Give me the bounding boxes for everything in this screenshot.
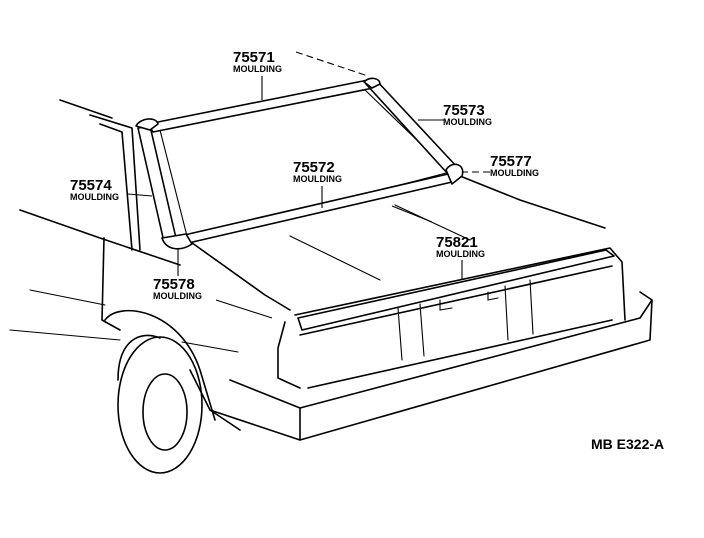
- part-name: MOULDING: [443, 117, 492, 127]
- mouldings: [135, 77, 615, 331]
- part-number: 75572: [293, 159, 335, 176]
- label-75821: 75821 MOULDING: [436, 234, 485, 259]
- part-number: 75571: [233, 49, 275, 66]
- part-name: MOULDING: [233, 64, 282, 74]
- leader-lines: [127, 51, 490, 319]
- part-number: 75578: [153, 276, 195, 293]
- part-name: MOULDING: [490, 168, 539, 178]
- label-75573: 75573 MOULDING: [443, 102, 492, 127]
- moulding-75577: [445, 163, 464, 185]
- label-75571: 75571 MOULDING: [233, 49, 282, 74]
- label-75572: 75572 MOULDING: [293, 159, 342, 184]
- moulding-75573: [365, 79, 459, 175]
- label-75574: 75574 MOULDING: [70, 177, 119, 202]
- moulding-75821: [297, 249, 615, 331]
- part-number: 75821: [436, 234, 478, 251]
- label-75578: 75578 MOULDING: [153, 276, 202, 301]
- part-number: 75573: [443, 102, 485, 119]
- part-name: MOULDING: [70, 192, 119, 202]
- part-name: MOULDING: [293, 174, 342, 184]
- moulding-75574: [137, 125, 177, 243]
- part-number: 75577: [490, 153, 532, 170]
- moulding-75572: [179, 173, 453, 245]
- part-number: 75574: [70, 177, 112, 194]
- moulding-75571: [147, 79, 374, 133]
- label-75577: 75577 MOULDING: [490, 153, 539, 178]
- car-body-drawing: [9, 89, 653, 474]
- part-name: MOULDING: [153, 291, 202, 301]
- part-name: MOULDING: [436, 249, 485, 259]
- diagram-code: MB E322-A: [591, 436, 664, 452]
